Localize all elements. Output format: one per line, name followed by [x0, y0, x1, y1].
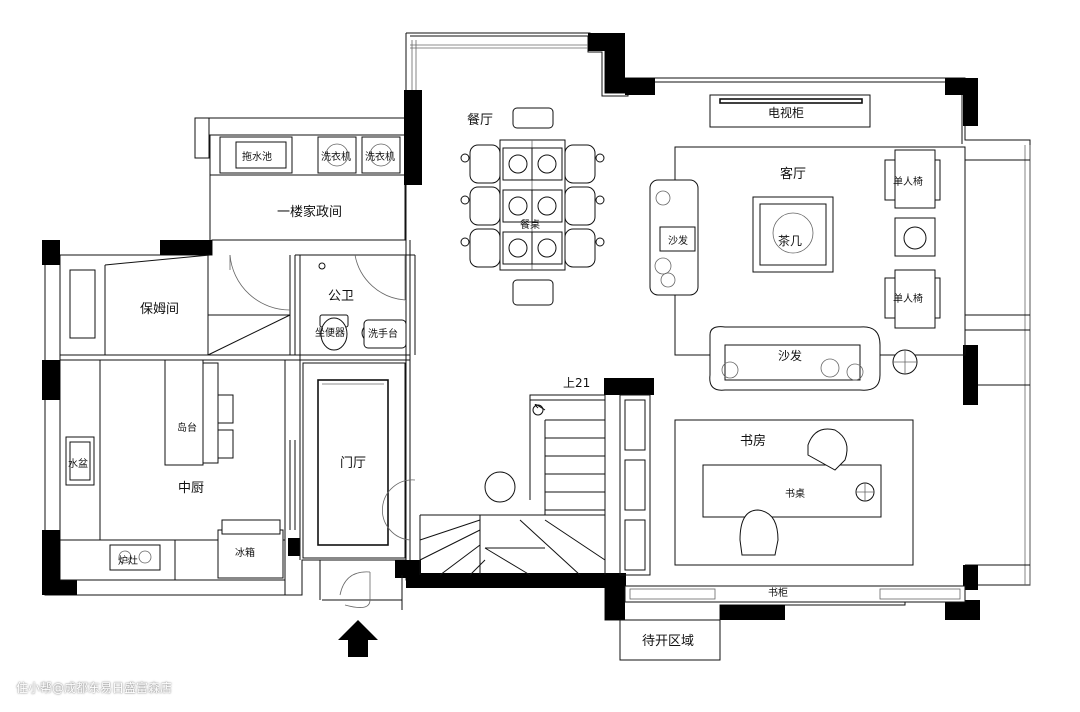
- label-single-chair-1: 单人椅: [893, 175, 923, 188]
- label-nanny: 保姆间: [140, 302, 179, 317]
- plate-icon: [537, 196, 557, 216]
- kitchen-fixtures: [65, 269, 284, 579]
- label-kitchen: 中厨: [178, 481, 204, 496]
- plate-icon: [508, 154, 528, 174]
- label-desk: 书桌: [785, 487, 805, 500]
- label-living: 客厅: [780, 166, 806, 182]
- plate-icon: [508, 238, 528, 258]
- place-setting: [531, 147, 563, 181]
- label-study: 书房: [740, 433, 766, 449]
- label-mop-sink: 拖水池: [242, 150, 272, 163]
- dining-set: [460, 107, 605, 306]
- label-foyer: 门厅: [340, 456, 366, 471]
- label-coffee-table: 茶几: [778, 233, 802, 248]
- study-furniture: [624, 428, 966, 603]
- dining-chair: [564, 186, 596, 226]
- watermark: 住小帮@成都东易日盛富森店: [16, 681, 173, 695]
- partitions: [60, 146, 966, 661]
- label-toilet: 坐便器: [315, 326, 345, 339]
- label-wash-basin: 洗手台: [368, 327, 398, 340]
- label-housework: 一楼家政间: [277, 204, 342, 220]
- plate-icon: [537, 154, 557, 174]
- staircase: [419, 394, 651, 576]
- plate-icon: [508, 196, 528, 216]
- doors: [229, 254, 416, 541]
- label-washer-2: 洗衣机: [365, 150, 395, 163]
- label-sink: 水盆: [68, 457, 88, 470]
- label-open-area: 待开区域: [642, 634, 694, 649]
- dining-chair: [469, 144, 501, 184]
- label-washer-1: 洗衣机: [321, 150, 351, 163]
- label-sofa-side: 沙发: [668, 234, 688, 247]
- dining-chair: [469, 228, 501, 268]
- bath-fixtures: [318, 262, 407, 351]
- label-sofa-main: 沙发: [778, 348, 802, 363]
- label-tv-cabinet: 电视柜: [768, 105, 804, 120]
- dining-chair: [564, 228, 596, 268]
- dining-chair: [469, 186, 501, 226]
- label-table: 餐桌: [520, 218, 540, 231]
- label-island: 岛台: [177, 421, 197, 434]
- dining-chair: [564, 144, 596, 184]
- label-dining: 餐厅: [467, 112, 493, 128]
- plate-icon: [537, 238, 557, 258]
- wall-pillars: [42, 33, 980, 620]
- labels: 餐厅 餐桌 电视柜 客厅 单人椅 单人椅 沙发 茶几 沙发 一楼家政间 拖水池 …: [68, 105, 923, 649]
- label-stove: 炉灶: [118, 554, 138, 567]
- label-bathroom: 公卫: [328, 289, 354, 304]
- label-single-chair-2: 单人椅: [893, 292, 923, 305]
- label-stairs: 上21: [563, 376, 590, 390]
- label-bookcase: 书柜: [768, 586, 788, 599]
- entry-arrow-icon: [338, 620, 378, 657]
- label-fridge: 冰箱: [235, 546, 255, 559]
- living-furniture: [219, 94, 941, 391]
